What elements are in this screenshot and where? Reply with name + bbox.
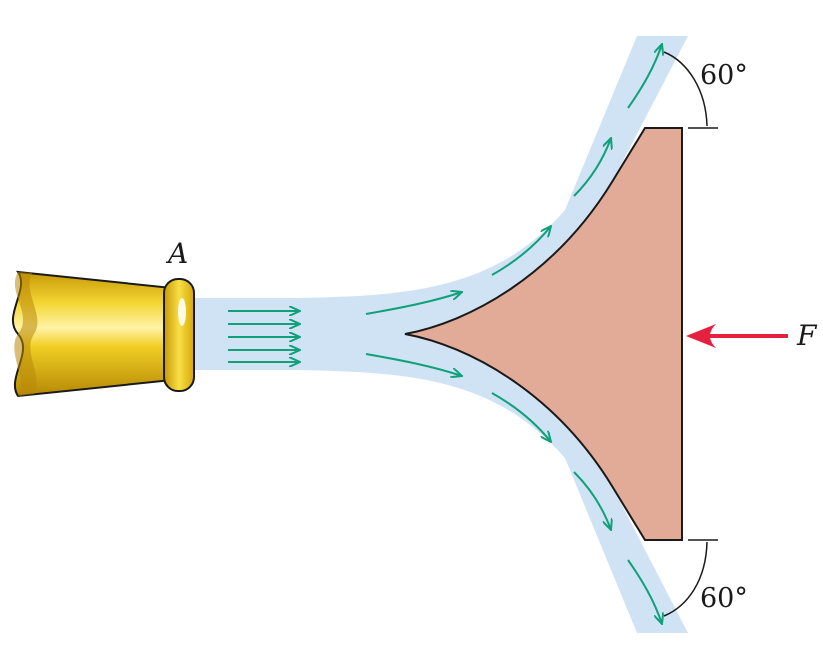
vane-plate: [404, 127, 683, 541]
nozzle: [12, 270, 195, 398]
nozzle-body: [12, 270, 173, 398]
nozzle-cut-shadow: [14, 272, 38, 396]
angle-arc-bottom: [663, 541, 708, 617]
nozzle-rim: [163, 278, 195, 392]
inlet-flow-arrows: [228, 311, 300, 362]
lower-flow-arrows: [365, 353, 662, 624]
angle-label-top: 60°: [700, 60, 748, 91]
angle-arc-top: [663, 51, 708, 127]
upper-flow-arrows: [365, 44, 662, 315]
angle-label-bottom: 60°: [700, 583, 748, 614]
force-arrow: [686, 324, 788, 348]
nozzle-label: A: [165, 237, 188, 270]
nozzle-rim-highlight: [178, 298, 186, 326]
force-label: F: [796, 319, 818, 352]
